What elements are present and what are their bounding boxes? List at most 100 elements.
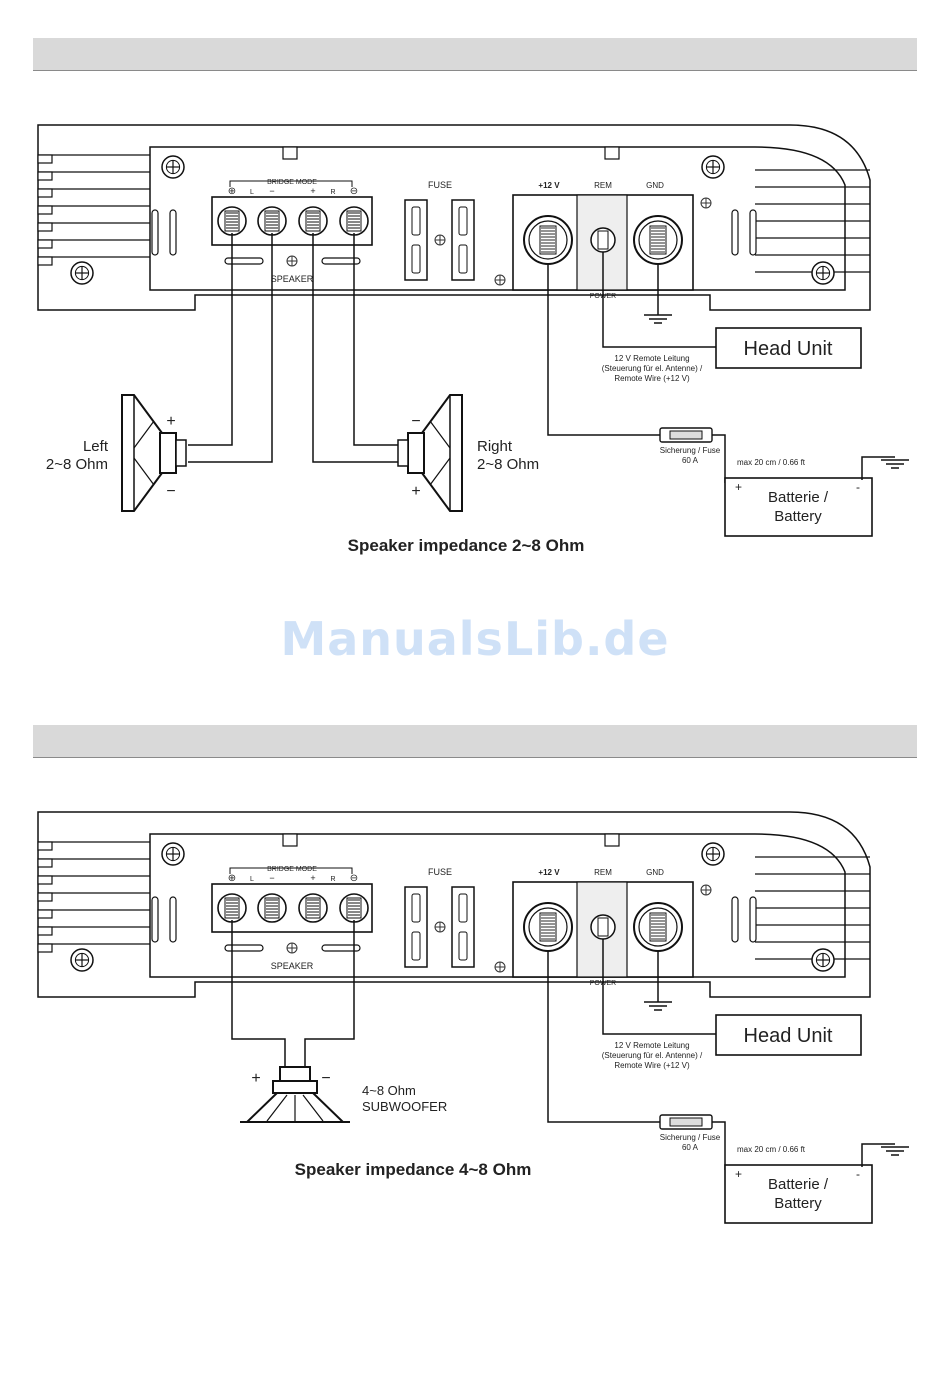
label-remote_1: 12 V Remote Leitung xyxy=(614,354,689,363)
label-gnd: GND xyxy=(646,181,664,190)
label-gnd: GND xyxy=(646,868,664,877)
speaker-cone-lines xyxy=(429,420,451,486)
label-remote_1: 12 V Remote Leitung xyxy=(614,1041,689,1050)
label-right_minus: − xyxy=(411,413,420,430)
amplifier-outline xyxy=(37,124,871,311)
top-tab xyxy=(282,833,298,847)
vent-slot xyxy=(749,896,757,943)
power-terminal-screw xyxy=(649,912,667,942)
speaker-cone xyxy=(121,394,163,512)
label-max_len: max 20 cm / 0.66 ft xyxy=(737,1145,806,1154)
label-bat_minus: - xyxy=(856,1167,860,1181)
label-fuse_label_1: Sicherung / Fuse xyxy=(660,1133,721,1142)
fuse-holder xyxy=(404,886,428,968)
vent-slot xyxy=(169,896,177,943)
label-fuse_label_2: 60 A xyxy=(682,1143,699,1152)
label-sub_2: SUBWOOFER xyxy=(362,1099,447,1114)
heatsink-notch xyxy=(37,875,53,885)
label-term_R: R xyxy=(330,189,335,196)
label-speaker: SPEAKER xyxy=(271,961,314,971)
fuse-blade xyxy=(411,893,421,923)
label-remote_3: Remote Wire (+12 V) xyxy=(614,1061,690,1070)
heatsink-notch xyxy=(37,171,53,181)
terminal-screw xyxy=(224,210,240,232)
vent-slot xyxy=(151,209,159,256)
block-slot xyxy=(224,944,264,952)
label-term_minus1: − xyxy=(269,186,274,196)
fuse-blade xyxy=(458,244,468,274)
label-left_minus: − xyxy=(166,483,175,500)
battery-ground-wire xyxy=(861,456,895,480)
top-tab xyxy=(604,146,620,160)
heatsink-notch xyxy=(37,205,53,215)
remote-wire xyxy=(602,939,716,1035)
heatsink-notch xyxy=(37,256,53,266)
rem-terminal-screw xyxy=(597,917,609,937)
battery-box xyxy=(724,477,873,537)
label-term_plus2: + xyxy=(310,186,315,196)
vent-slot xyxy=(731,896,739,943)
terminal-screw xyxy=(264,897,280,919)
fuse-blade xyxy=(458,893,468,923)
label-term_L: L xyxy=(250,876,254,883)
heatsink-notch xyxy=(37,892,53,902)
label-term_minus2: ⊖ xyxy=(350,873,358,884)
label-bat_plus: + xyxy=(735,480,742,494)
label-rem: REM xyxy=(594,868,612,877)
sub-plus-wire xyxy=(231,920,286,1067)
fuse-blade xyxy=(458,206,468,236)
label-left_1: Left xyxy=(83,438,109,455)
terminal-screw xyxy=(305,897,321,919)
sub-minus-wire xyxy=(304,920,355,1067)
subwoofer-magnet xyxy=(279,1066,311,1082)
inline-fuse-element xyxy=(669,430,703,440)
amplifier-top-plate xyxy=(149,833,846,978)
fuse-holder xyxy=(451,199,475,281)
battery-box xyxy=(724,1164,873,1224)
left-minus-wire xyxy=(188,233,273,463)
battery-ground-wire xyxy=(861,1143,895,1167)
label-battery_1: Batterie / xyxy=(768,1176,829,1193)
vent-slot xyxy=(749,209,757,256)
label-term_L: L xyxy=(250,189,254,196)
label-right_1: Right xyxy=(477,438,513,455)
fuse-holder xyxy=(451,886,475,968)
terminal-screw xyxy=(346,210,362,232)
watermark: ManualsLib.de xyxy=(280,612,670,666)
vent-slot xyxy=(731,209,739,256)
rem-terminal-screw xyxy=(597,230,609,250)
diagram-caption: Speaker impedance 2~8 Ohm xyxy=(348,536,585,555)
power-terminal-ring xyxy=(528,220,568,260)
label-sub_plus: + xyxy=(251,1070,260,1087)
fuse-to-battery-wire xyxy=(712,434,726,483)
inline-fuse-element xyxy=(669,1117,703,1127)
label-fuse: FUSE xyxy=(428,180,452,190)
speaker-magnet xyxy=(407,432,425,474)
head-unit-label: Head Unit xyxy=(744,1025,833,1047)
section-header-band-1 xyxy=(33,38,917,71)
heatsink-notch xyxy=(37,943,53,953)
bridge-mode-bracket xyxy=(229,180,353,187)
right-minus-wire xyxy=(312,233,398,463)
label-term_plus1: ⊕ xyxy=(228,873,236,884)
section-header-band-2 xyxy=(33,725,917,758)
subwoofer-basket xyxy=(272,1080,318,1094)
label-speaker: SPEAKER xyxy=(271,274,314,284)
fuse-blade xyxy=(458,931,468,961)
right-plus-wire xyxy=(353,233,398,446)
top-tab xyxy=(282,146,298,160)
label-rem: REM xyxy=(594,181,612,190)
terminal-screw xyxy=(346,897,362,919)
label-max_len: max 20 cm / 0.66 ft xyxy=(737,458,806,467)
fuse-blade xyxy=(411,244,421,274)
label-term_R: R xyxy=(330,876,335,883)
label-right_2: 2~8 Ohm xyxy=(477,456,539,473)
speaker-back xyxy=(397,439,409,467)
power-terminal-screw xyxy=(539,912,557,942)
label-remote_3: Remote Wire (+12 V) xyxy=(614,374,690,383)
rem-terminal xyxy=(590,227,616,253)
